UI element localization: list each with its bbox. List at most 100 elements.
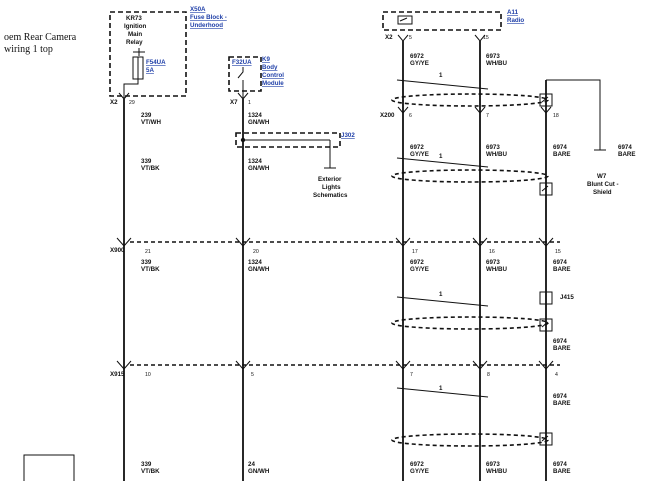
drain-mark-3 (541, 321, 549, 328)
wire-color-vtbk-b: VT/BK (141, 266, 160, 273)
x915-chevron-1 (116, 360, 132, 370)
x900-pin-4: 16 (489, 249, 495, 255)
x200-pin-c: 18 (553, 113, 559, 119)
bcm-connector: X7 (230, 99, 238, 106)
shield-lead (546, 79, 601, 150)
fuse-block-ref: X50A (190, 6, 206, 13)
x900-chevron-4 (472, 237, 488, 247)
fuse-block-title-1: Fuse Block - (190, 14, 227, 21)
wire-color-gnwh-d: GN/WH (248, 468, 270, 475)
x900-chevron-5 (538, 237, 554, 247)
x915-pin-3: 7 (410, 372, 413, 378)
wl-6974-b: 6974 (553, 144, 567, 151)
drain-square-4 (539, 432, 553, 446)
wire-color-vtbk-c: VT/BK (141, 468, 160, 475)
splice-j302-outline (235, 132, 341, 148)
x900-pin-3: 17 (412, 249, 418, 255)
wire-label-239: 239 (141, 112, 152, 119)
shield-dest-1: Blunt Cut - (587, 181, 619, 188)
bcm-title-2: Control (262, 72, 284, 79)
wire-label-1324-b: 1324 (248, 158, 262, 165)
x915-chevron-4 (472, 360, 488, 370)
x200-chevron-c (540, 106, 552, 114)
wire-color-vtbk-a: VT/BK (141, 165, 160, 172)
twist-marker-1: 1 (439, 72, 443, 79)
twisted-pair-1: 1 1 (391, 72, 549, 183)
x915-pin-1: 10 (145, 372, 151, 378)
x915-chevron-3 (395, 360, 411, 370)
wl-6973-a: 6973 (486, 53, 500, 60)
wl-6974-d: 6974 (553, 338, 567, 345)
wl-6974-shield: 6974 (618, 144, 632, 151)
fuse-ref: F54UA (146, 59, 166, 66)
twist-line-1 (396, 79, 489, 90)
fuse-lead (123, 79, 139, 98)
wl-bare-e: BARE (553, 400, 571, 407)
partial-box (23, 454, 75, 481)
radio-connector: X2 (385, 34, 393, 41)
shield-ellipse-1b (391, 169, 549, 183)
x200-pin-a: 6 (409, 113, 412, 119)
wl-6973-b: 6973 (486, 144, 500, 151)
wl-bare-b: BARE (553, 151, 571, 158)
radio-pin-b: 15 (483, 35, 489, 41)
wl-6972-b: 6972 (410, 144, 424, 151)
wire-color-gnwh-a: GN/WH (248, 119, 270, 126)
drain-mark-1 (541, 96, 549, 103)
splice-dest-2: Lights (322, 184, 341, 191)
shield-ellipse-1a (391, 93, 549, 107)
wl-whbu-b: WH/BU (486, 151, 507, 158)
x200-chevron-b (474, 106, 486, 114)
caption-line-2: wiring 1 top (4, 44, 53, 55)
wl-whbu-a: WH/BU (486, 60, 507, 67)
wire-label-24: 24 (248, 461, 255, 468)
x915-chevron-2 (235, 360, 251, 370)
wl-6973-f: 6973 (486, 461, 500, 468)
wl-whbu-c: WH/BU (486, 266, 507, 273)
x915-pin-5: 4 (555, 372, 558, 378)
radio-ref: A11 (507, 9, 519, 16)
bcm-ref: K9 (262, 56, 270, 63)
relay-label-3: Main (128, 31, 142, 38)
shield-ellipse-2 (391, 316, 549, 330)
x900-chevron-1 (116, 237, 132, 247)
wl-6974-e: 6974 (553, 393, 567, 400)
x900-label: X900 (110, 247, 125, 254)
caption-line-1: oem Rear Camera (4, 32, 77, 43)
wl-bare-c: BARE (553, 266, 571, 273)
twisted-pair-3: 1 (391, 385, 549, 447)
splice-j302-ref: J302 (341, 132, 355, 139)
wire-label-1324-a: 1324 (248, 112, 262, 119)
right-wire-labels: 6972 GY/YE 6973 WH/BU 6972 GY/YE 6973 WH… (410, 53, 636, 475)
radio-title: Radio (507, 17, 524, 24)
j415-label: J415 (560, 294, 574, 301)
wire-label-339-c: 339 (141, 461, 152, 468)
drain-square-2 (539, 182, 553, 196)
x900-pin-5: 15 (555, 249, 561, 255)
x900-chevron-2 (235, 237, 251, 247)
wl-6974-f: 6974 (553, 461, 567, 468)
radio-ground-stroke (399, 17, 408, 22)
x200-label: X200 (380, 112, 395, 119)
wl-gyye-c: GY/YE (410, 266, 429, 273)
x900-pin-1: 21 (145, 249, 151, 255)
wire-color-vtwh: VT/WH (141, 119, 161, 126)
x915-label: X915 (110, 371, 125, 378)
wire-color-gnwh-b: GN/WH (248, 165, 270, 172)
wl-bare-f: BARE (553, 468, 571, 475)
radio-pin-a: 5 (409, 35, 412, 41)
bcm-switch (237, 67, 244, 98)
x200-chevron-a (397, 106, 409, 114)
fuse-block-pin: 29 (129, 100, 135, 106)
wire-label-339-a: 339 (141, 158, 152, 165)
bcm-outline (228, 56, 262, 92)
fuse-rating: 5A (146, 67, 154, 74)
wl-bare-d: BARE (553, 345, 571, 352)
bcm-fuse-ref: F32UA (232, 59, 252, 66)
bcm-title-3: Module (262, 80, 284, 87)
twist-marker-2: 1 (439, 153, 443, 160)
x915-pin-4: 8 (487, 372, 490, 378)
shield-ref: W7 (597, 173, 607, 180)
